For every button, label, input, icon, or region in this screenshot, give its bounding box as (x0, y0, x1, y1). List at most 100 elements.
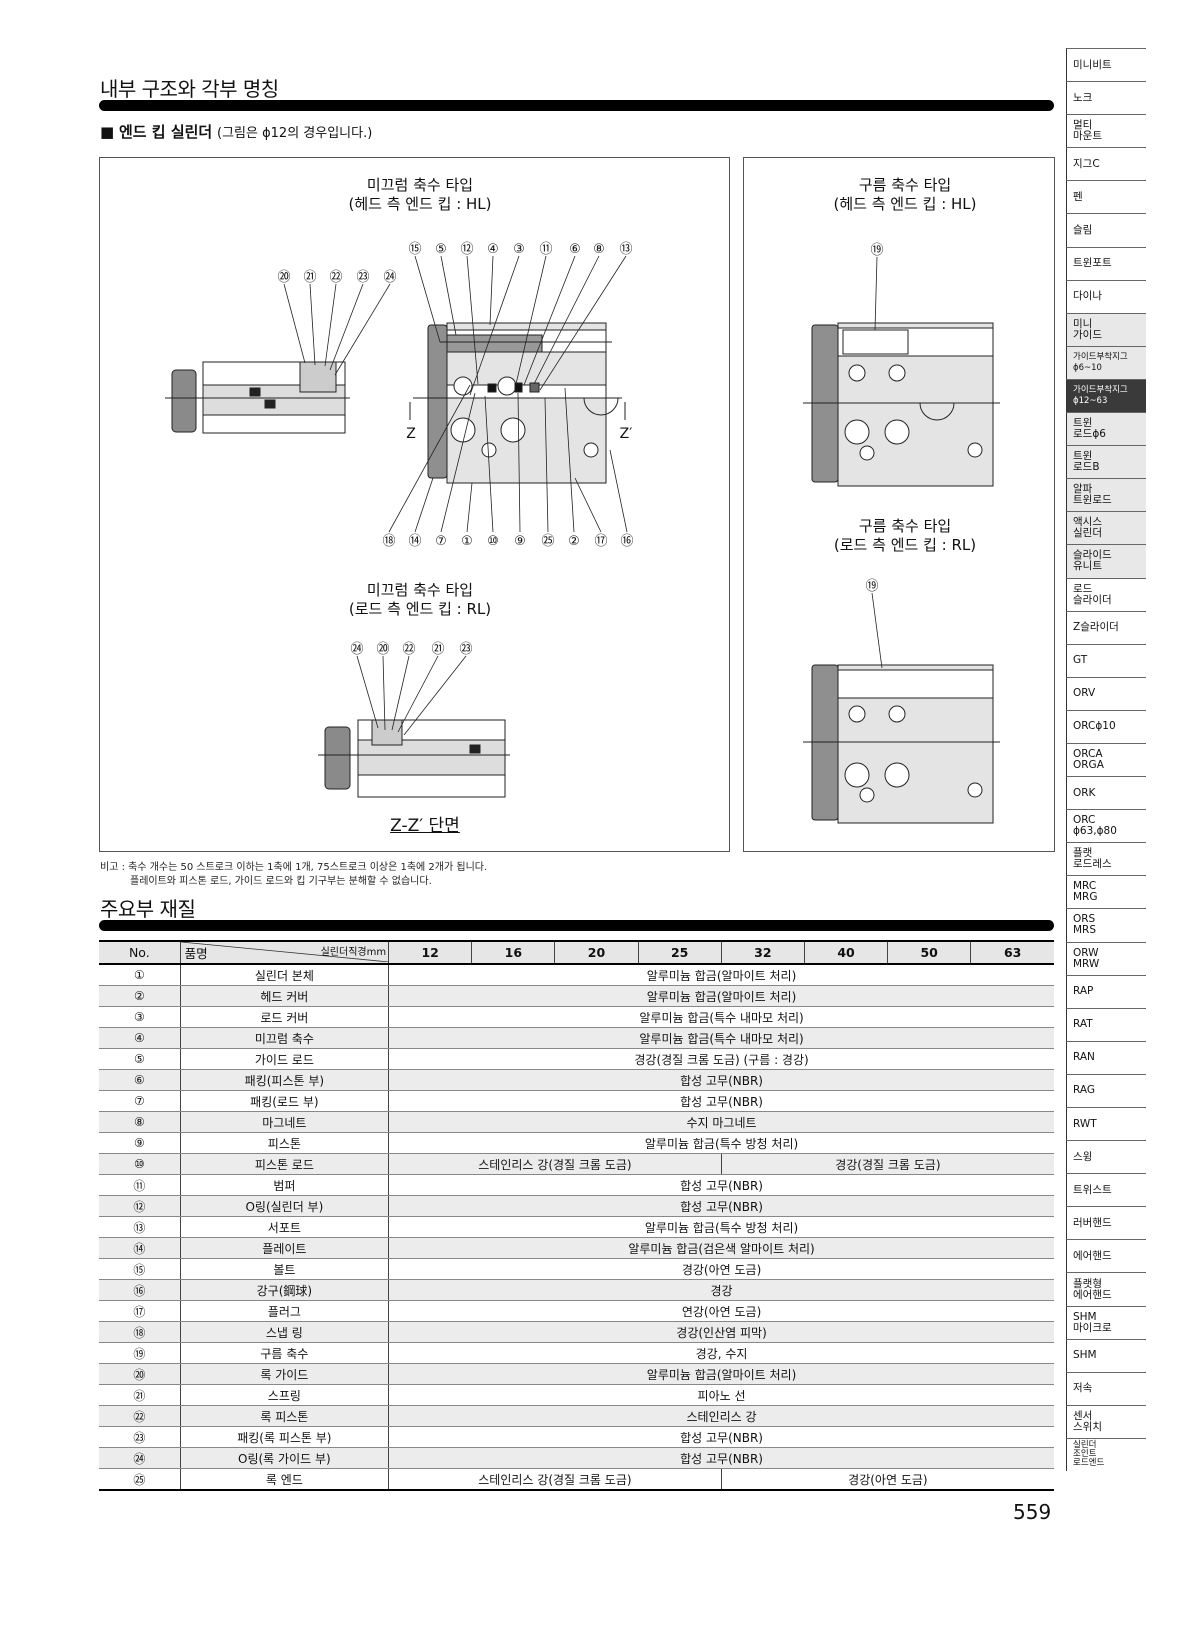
sidebar-tab[interactable]: RAN (1066, 1040, 1146, 1074)
row-number: ② (99, 985, 181, 1007)
material-small-bore: 스테인리스 강(경질 크롬 도금) (388, 1468, 722, 1491)
sidebar-tab[interactable]: 트위스트 (1066, 1173, 1146, 1207)
callout-number: ⑤ (435, 242, 447, 257)
callout-number: ㉑ (303, 270, 316, 285)
sidebar-tab[interactable]: 플랫형 에어핸드 (1066, 1272, 1146, 1306)
sidebar-tab[interactable]: SHM 마이크로 (1066, 1305, 1146, 1339)
part-name: 볼트 (179, 1258, 389, 1280)
sidebar-tab[interactable]: ORS MRS (1066, 908, 1146, 942)
header-bore-size: 12 (388, 940, 472, 965)
callout-number: ⑰ (594, 534, 607, 549)
sidebar-tab[interactable]: 슬림 (1066, 213, 1146, 247)
row-number: ㉓ (99, 1426, 181, 1448)
header-bore-label: 실린더직경mm (320, 947, 387, 958)
callout-number: ㉕ (541, 534, 554, 549)
drawing-rl-main (318, 719, 510, 798)
sidebar-tab[interactable]: 다이나 (1066, 279, 1146, 313)
sidebar-tab[interactable]: 저속 (1066, 1371, 1146, 1405)
sidebar-tab[interactable]: RAP (1066, 974, 1146, 1008)
material: 경강(인산염 피막) (388, 1321, 1054, 1343)
sidebar-tab[interactable]: RAG (1066, 1073, 1146, 1107)
material: 수지 마그네트 (388, 1111, 1054, 1133)
row-number: ⑳ (99, 1363, 181, 1385)
sidebar-tab[interactable]: 액시스 실린더 (1066, 511, 1146, 545)
callout-number: ㉔ (350, 642, 363, 657)
subheading-title: 엔드 킵 실린더 (118, 123, 213, 141)
sidebar-tab[interactable]: 러버핸드 (1066, 1206, 1146, 1240)
sidebar-tab[interactable]: 트윈포트 (1066, 246, 1146, 280)
sidebar-tab[interactable]: 스윙 (1066, 1140, 1146, 1174)
header-bore-size: 20 (554, 940, 639, 965)
part-name: 록 엔드 (179, 1468, 389, 1491)
sidebar-tab[interactable]: ORK (1066, 776, 1146, 810)
sidebar-tab[interactable]: 지그C (1066, 147, 1146, 181)
sidebar-tab[interactable]: RWT (1066, 1107, 1146, 1141)
material: 알루미늄 합금(특수 방청 처리) (388, 1216, 1054, 1238)
callout-number: ㉓ (356, 270, 369, 285)
sidebar-tab[interactable]: SHM (1066, 1338, 1146, 1372)
caption-sliding-hl: 미끄럼 축수 타입 (헤드 측 엔드 킵 : HL) (348, 176, 492, 213)
part-name: 패킹(피스톤 부) (179, 1069, 389, 1091)
header-bore-size: 25 (637, 940, 722, 965)
sidebar-tab[interactable]: Z슬라이더 (1066, 610, 1146, 644)
callout-number: ㉓ (459, 642, 472, 657)
subheading: ■ 엔드 킵 실린더 (그림은 ϕ12의 경우입니다.) (100, 121, 372, 142)
section-view-label: Z-Z′ 단면 (390, 816, 460, 836)
part-name: 플레이트 (179, 1237, 389, 1259)
sidebar-tab[interactable]: ORC ϕ63,ϕ80 (1066, 809, 1146, 843)
sidebar-tab[interactable]: 로드 슬라이더 (1066, 577, 1146, 611)
sidebar-tab[interactable]: 센서 스위치 (1066, 1404, 1146, 1438)
sidebar-tab[interactable]: 트윈 로드B (1066, 445, 1146, 479)
row-number: ⑲ (99, 1342, 181, 1364)
sidebar-tab[interactable]: MRC MRG (1066, 875, 1146, 909)
row-number: ㉑ (99, 1384, 181, 1406)
callout-number: ⑳ (277, 270, 290, 285)
part-name: 패킹(록 피스톤 부) (179, 1426, 389, 1448)
sidebar-tab[interactable]: 노크 (1066, 81, 1146, 115)
sidebar-tab[interactable]: 멀티 마운트 (1066, 114, 1146, 148)
sidebar-tab[interactable]: 실린더 조인트 로드엔드 (1066, 1437, 1146, 1472)
subheading-note: (그림은 ϕ12의 경우입니다.) (217, 126, 373, 141)
sidebar-tab[interactable]: 가이드부착지그 ϕ6~10 (1066, 345, 1146, 379)
callout-number: ⑫ (460, 242, 473, 257)
sidebar-tab[interactable]: ORCϕ10 (1066, 709, 1146, 743)
material: 경강, 수지 (388, 1342, 1054, 1364)
callout-number: ⑨ (514, 534, 526, 549)
remark-line: 플레이트와 피스톤 로드, 가이드 로드와 킵 기구부는 분해할 수 없습니다. (130, 876, 432, 887)
caption-ball-hl: 구름 축수 타입 (헤드 측 엔드 킵 : HL) (833, 176, 977, 213)
sidebar-tab[interactable]: 알파 트윈로드 (1066, 478, 1146, 512)
drawing-hl-side-view (165, 361, 350, 434)
sidebar-tab[interactable]: ORW MRW (1066, 941, 1146, 975)
sidebar-tab[interactable]: 가이드부착지그 ϕ12~63 (1066, 378, 1146, 413)
sidebar-tab[interactable]: RAT (1066, 1007, 1146, 1041)
sidebar-tab[interactable]: 슬라이드 유니트 (1066, 544, 1146, 578)
callout-number: ⑪ (539, 242, 552, 257)
material: 알루미늄 합금(알마이트 처리) (388, 1363, 1054, 1385)
callout-number: ④ (487, 242, 499, 257)
sidebar-tab[interactable]: ORCA ORGA (1066, 742, 1146, 777)
header-part-name: 품명 실린더직경mm (179, 940, 389, 965)
remarks: 비고 : 축수 개수는 50 스트로크 이하는 1축에 1개, 75스트로크 이… (100, 861, 487, 889)
header-bore-size: 40 (803, 940, 888, 965)
sidebar-tab[interactable]: 플랫 로드레스 (1066, 842, 1146, 876)
row-number: ⑩ (99, 1153, 181, 1175)
sidebar-tab[interactable]: 트윈 로드ϕ6 (1066, 412, 1146, 446)
sidebar-tab[interactable]: GT (1066, 643, 1146, 677)
callout-number: ⑳ (376, 642, 389, 657)
sidebar-tab[interactable]: ORV (1066, 676, 1146, 710)
caption-sliding-rl: 미끄럼 축수 타입 (로드 측 엔드 킵 : RL) (348, 581, 492, 618)
sidebar-tab[interactable]: 미니비트 (1066, 48, 1146, 82)
material: 알루미늄 합금(알마이트 처리) (388, 964, 1054, 986)
row-number: ⑱ (99, 1321, 181, 1343)
callout-number: ⑱ (382, 534, 395, 549)
sidebar-tab[interactable]: 펜 (1066, 180, 1146, 214)
part-name: 스프링 (179, 1384, 389, 1406)
row-number: ① (99, 964, 181, 986)
sidebar-tab[interactable]: 미니 가이드 (1066, 312, 1146, 346)
sidebar-tab[interactable]: 에어핸드 (1066, 1239, 1146, 1273)
